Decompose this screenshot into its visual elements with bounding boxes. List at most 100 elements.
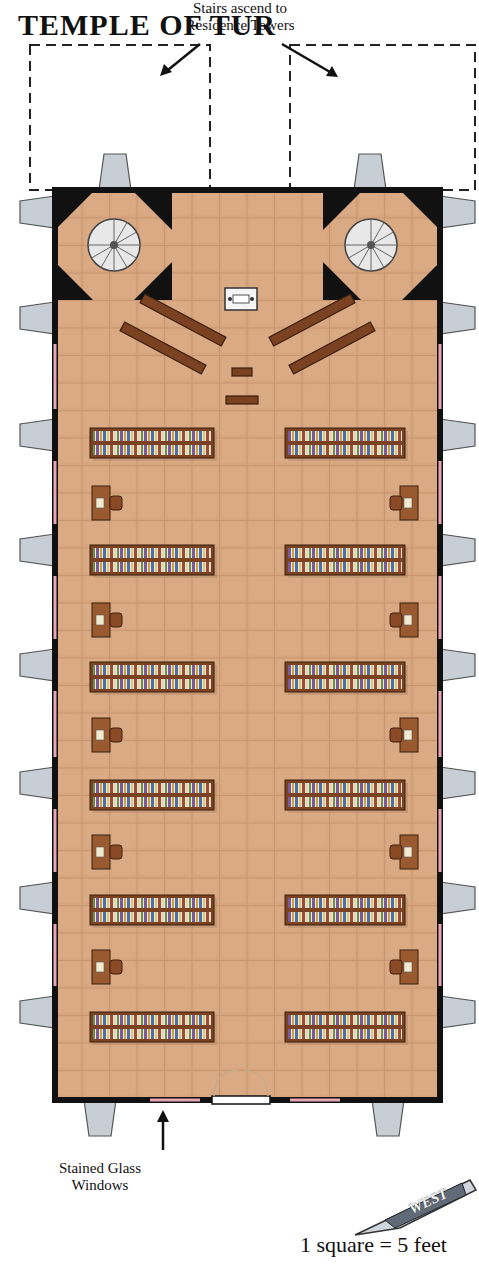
chair bbox=[390, 496, 402, 510]
buttress bbox=[84, 1100, 116, 1136]
desk bbox=[400, 486, 418, 520]
buttress bbox=[99, 154, 131, 190]
desk-book bbox=[404, 730, 412, 740]
stained-glass-window bbox=[439, 344, 442, 409]
desk-book bbox=[404, 615, 412, 625]
stained-glass-window bbox=[439, 924, 442, 986]
books bbox=[288, 898, 402, 908]
chair bbox=[390, 613, 402, 627]
chair bbox=[110, 960, 122, 974]
desk-book bbox=[404, 847, 412, 857]
buttress bbox=[440, 767, 475, 799]
stained-glass-window bbox=[439, 691, 442, 757]
stained-glass-window bbox=[54, 576, 57, 639]
books bbox=[288, 445, 402, 455]
desk-book bbox=[96, 615, 104, 625]
desk-book bbox=[96, 962, 104, 972]
stair-post bbox=[110, 241, 118, 249]
bookshelf bbox=[90, 1012, 214, 1042]
books bbox=[93, 898, 211, 908]
bookshelf bbox=[90, 545, 214, 575]
books bbox=[93, 783, 211, 793]
books bbox=[93, 912, 211, 922]
bookshelf bbox=[285, 662, 405, 692]
desk-book bbox=[404, 962, 412, 972]
bookshelf bbox=[285, 428, 405, 458]
books bbox=[93, 1015, 211, 1025]
buttress bbox=[440, 996, 475, 1028]
buttress bbox=[20, 882, 55, 914]
books bbox=[93, 679, 211, 689]
window-note: Stained Glass Windows bbox=[45, 1160, 155, 1194]
books bbox=[288, 912, 402, 922]
stained-glass-window bbox=[54, 691, 57, 757]
buttress bbox=[440, 196, 475, 228]
desk bbox=[92, 486, 110, 520]
chair bbox=[110, 845, 122, 859]
stained-glass-window bbox=[290, 1099, 340, 1102]
desk bbox=[400, 835, 418, 869]
scale-note: 1 square = 5 feet bbox=[300, 1232, 447, 1258]
stained-glass-window bbox=[150, 1099, 200, 1102]
buttress bbox=[20, 649, 55, 681]
books bbox=[288, 1029, 402, 1039]
stained-glass-window bbox=[54, 924, 57, 986]
books bbox=[93, 431, 211, 441]
bookshelf bbox=[90, 662, 214, 692]
books bbox=[93, 1029, 211, 1039]
books bbox=[288, 783, 402, 793]
buttress bbox=[372, 1100, 404, 1136]
buttress bbox=[20, 996, 55, 1028]
spiral-stair bbox=[345, 219, 397, 271]
desk-book bbox=[96, 730, 104, 740]
desk bbox=[400, 718, 418, 752]
buttress bbox=[440, 882, 475, 914]
bookshelf bbox=[285, 780, 405, 810]
bookshelf bbox=[90, 780, 214, 810]
stained-glass-window bbox=[54, 344, 57, 409]
desk-book bbox=[404, 498, 412, 508]
stained-glass-window bbox=[54, 809, 57, 872]
stair-post bbox=[367, 241, 375, 249]
books bbox=[288, 797, 402, 807]
desk bbox=[92, 718, 110, 752]
desk bbox=[400, 950, 418, 984]
buttress bbox=[20, 196, 55, 228]
books bbox=[288, 548, 402, 558]
chair bbox=[110, 728, 122, 742]
spiral-stair bbox=[88, 219, 140, 271]
bookshelf bbox=[285, 545, 405, 575]
books bbox=[288, 431, 402, 441]
chair bbox=[390, 845, 402, 859]
buttress bbox=[20, 767, 55, 799]
books bbox=[93, 445, 211, 455]
stained-glass-window bbox=[439, 809, 442, 872]
buttress bbox=[440, 419, 475, 451]
books bbox=[93, 797, 211, 807]
books bbox=[288, 679, 402, 689]
stained-glass-window bbox=[439, 461, 442, 524]
buttress bbox=[20, 302, 55, 334]
books bbox=[288, 562, 402, 572]
bookshelf bbox=[285, 895, 405, 925]
stairs-note: Stairs ascend to Residence Towers bbox=[165, 0, 315, 34]
chair bbox=[110, 496, 122, 510]
books bbox=[288, 1015, 402, 1025]
stained-glass-window bbox=[54, 461, 57, 524]
chair bbox=[390, 960, 402, 974]
desk bbox=[92, 950, 110, 984]
books bbox=[93, 665, 211, 675]
desk bbox=[92, 603, 110, 637]
stained-glass-window bbox=[439, 576, 442, 639]
books bbox=[93, 562, 211, 572]
buttress bbox=[354, 154, 386, 190]
buttress bbox=[20, 534, 55, 566]
bookshelf bbox=[90, 895, 214, 925]
desk bbox=[400, 603, 418, 637]
bookshelf bbox=[90, 428, 214, 458]
books bbox=[288, 665, 402, 675]
buttress bbox=[440, 649, 475, 681]
desk-book bbox=[96, 847, 104, 857]
